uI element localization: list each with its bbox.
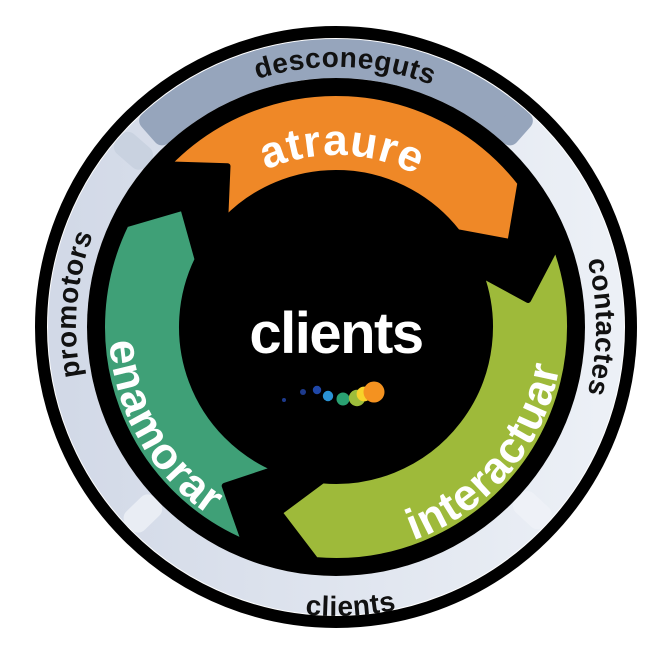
center-label: clients <box>249 301 422 366</box>
wheel-arrow-interactuar <box>276 244 573 564</box>
ring-motion-marker <box>123 494 163 533</box>
center-dot <box>282 398 286 402</box>
center-dot <box>312 385 322 395</box>
center-dot <box>363 381 385 403</box>
wheel-arrow-atraure <box>164 89 524 245</box>
ring-segment-cap <box>494 106 533 146</box>
center-dots <box>282 381 385 407</box>
ring-segment-desconeguts <box>145 39 527 141</box>
ring-label-clients: clients <box>305 585 398 622</box>
wheel-arrow-enamorar <box>99 204 279 546</box>
center-dot <box>300 389 306 395</box>
ring-motion-marker <box>113 131 153 170</box>
center-dot <box>336 392 350 406</box>
center-dot <box>322 390 334 402</box>
ring-motion-marker <box>512 491 552 530</box>
ring-segment-cap <box>139 106 178 146</box>
